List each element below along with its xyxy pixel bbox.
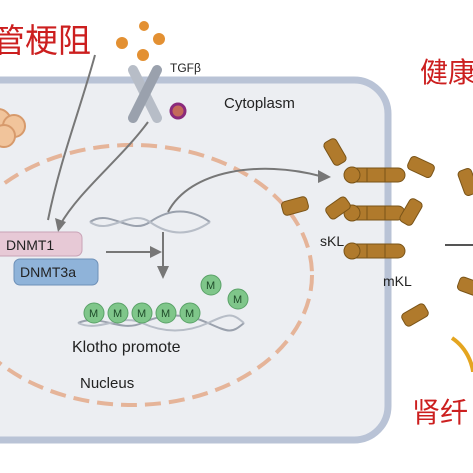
- overlay-text-top-right: 健康: [420, 56, 473, 89]
- tgf-ligand-dot: [139, 21, 149, 31]
- svg-text:M: M: [137, 308, 146, 320]
- cytoplasm-label: Cytoplasm: [224, 95, 295, 112]
- overlay-text-bottom-right: 肾纤: [412, 396, 468, 429]
- arrow-dna-to-skl: [167, 167, 321, 213]
- skl-label: sKL: [320, 233, 344, 249]
- methyl-group: M: [179, 302, 201, 324]
- svg-text:M: M: [185, 308, 194, 320]
- methyl-group: M: [155, 302, 177, 324]
- methyl-group: M: [200, 274, 222, 296]
- skl-fragments: [281, 138, 473, 327]
- dnmt3a-label: DNMT3a: [20, 264, 76, 280]
- methyl-group: M: [227, 288, 249, 310]
- overlay-text-top-left: 管梗阻: [0, 21, 91, 60]
- tgf-ligand-dot: [137, 49, 149, 61]
- methyl-group: M: [83, 302, 105, 324]
- nucleus-label: Nucleus: [80, 375, 134, 392]
- methyl-group: M: [107, 302, 129, 324]
- arrow-left-to-dnmt: [47, 54, 96, 221]
- dnmt3a-box: [13, 258, 99, 286]
- svg-text:M: M: [113, 308, 122, 320]
- tan-blob: [0, 108, 26, 148]
- arrow-tgf-to-dnmt: [59, 121, 149, 226]
- tgf-label: TGFβ: [170, 61, 201, 75]
- klotho-promoter-label: Klotho promote: [72, 339, 181, 356]
- svg-text:M: M: [161, 308, 170, 320]
- tgf-ligand-dot: [116, 37, 128, 49]
- nucleus-membrane: [0, 143, 314, 407]
- dnmt1-box: [0, 231, 83, 257]
- dna-helix-top: [89, 210, 211, 234]
- mkl-label: mKL: [383, 273, 412, 289]
- tgf-ligand-dot: [153, 33, 165, 45]
- methyl-group: M: [131, 302, 153, 324]
- mkl-protein: [343, 166, 406, 260]
- inhibitor-dot: [169, 102, 187, 120]
- svg-text:M: M: [206, 280, 215, 292]
- dnmt1-label: DNMT1: [6, 237, 54, 253]
- svg-text:M: M: [89, 308, 98, 320]
- tgf-receptor: [128, 65, 162, 123]
- svg-text:M: M: [233, 294, 242, 306]
